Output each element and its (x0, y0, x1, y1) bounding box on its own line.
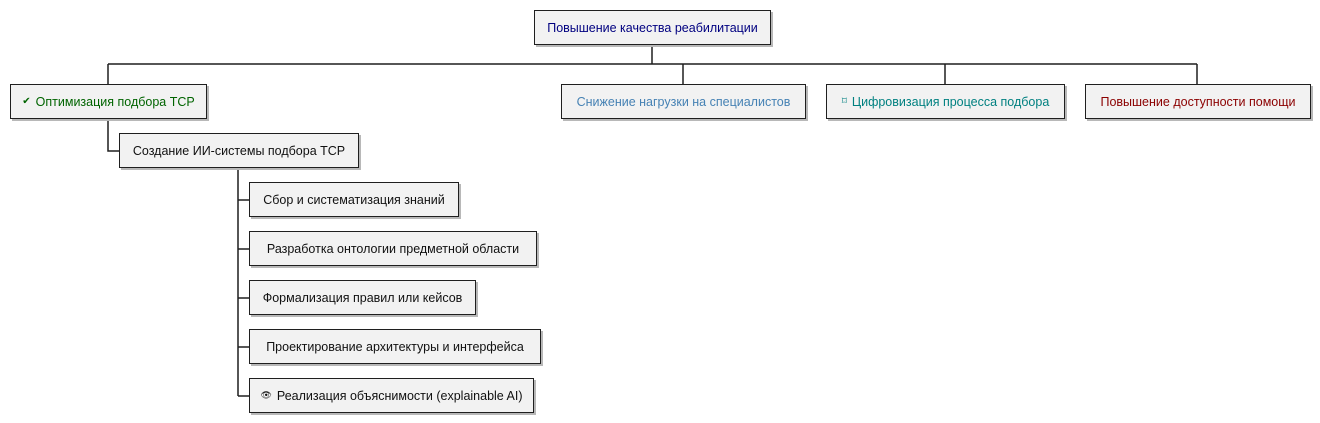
task-node-label: Реализация объяснимости (explainable AI) (276, 388, 523, 403)
task-node-label: Формализация правил или кейсов (262, 290, 463, 305)
branch-node-optimization[interactable]: ✔ Оптимизация подбора ТСР (10, 84, 207, 119)
task-node-label: Проектирование архитектуры и интерфейса (266, 339, 524, 354)
branch-node-label: Снижение нагрузки на специалистов (576, 94, 791, 109)
computer-icon: ⌑ (841, 95, 847, 107)
check-icon: ✔ (22, 95, 31, 107)
branch-node-digitalization[interactable]: ⌑ Цифровизация процесса подбора (826, 84, 1065, 119)
task-node-label: Разработка онтологии предметной области (266, 241, 520, 256)
task-node-knowledge[interactable]: Сбор и систематизация знаний (249, 182, 459, 217)
task-node-ontology[interactable]: Разработка онтологии предметной области (249, 231, 537, 266)
subnode-label: Создание ИИ-системы подбора ТСР (132, 143, 346, 158)
connector-subnode (107, 119, 119, 152)
task-node-explainability[interactable]: 👁 Реализация объяснимости (explainable A… (249, 378, 534, 413)
branch-node-accessibility[interactable]: Повышение доступности помощи (1085, 84, 1311, 119)
branch-node-label: Повышение доступности помощи (1100, 94, 1296, 109)
task-node-label: Сбор и систематизация знаний (263, 192, 445, 207)
task-node-architecture[interactable]: Проектирование архитектуры и интерфейса (249, 329, 541, 364)
eye-icon: 👁 (260, 390, 272, 400)
task-node-rules[interactable]: Формализация правил или кейсов (249, 280, 476, 315)
root-node-label: Повышение качества реабилитации (547, 20, 758, 35)
branch-node-workload[interactable]: Снижение нагрузки на специалистов (561, 84, 806, 119)
branch-node-label: Оптимизация подбора ТСР (35, 94, 195, 109)
subnode-ai-system[interactable]: Создание ИИ-системы подбора ТСР (119, 133, 359, 168)
branch-node-label: Цифровизация процесса подбора (851, 94, 1050, 109)
root-node[interactable]: Повышение качества реабилитации (534, 10, 771, 45)
